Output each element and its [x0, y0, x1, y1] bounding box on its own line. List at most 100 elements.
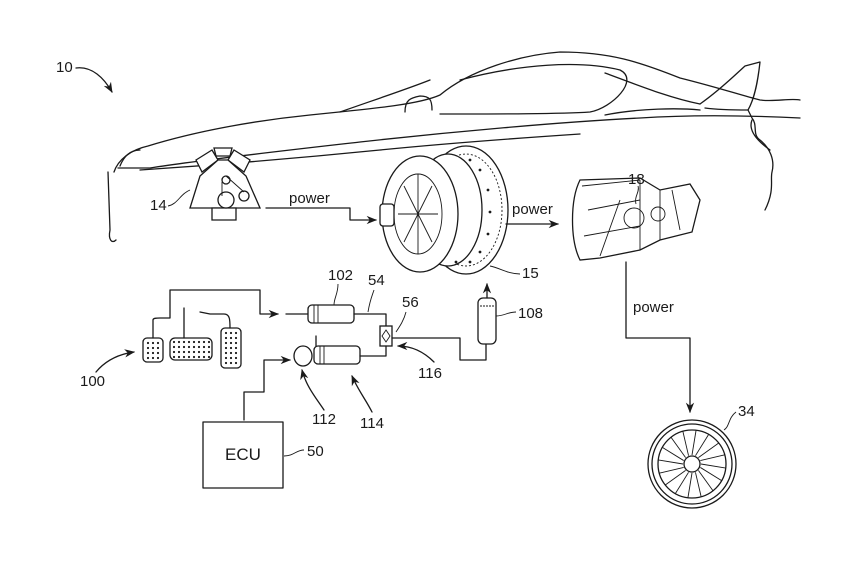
pedal-grip-dot: [182, 350, 186, 354]
pedal-grip-dot: [234, 351, 238, 355]
wheel-spoke: [700, 467, 722, 482]
pedal-grip-dot: [192, 355, 196, 359]
motor-112: [293, 345, 313, 367]
pedal-grip-dot: [192, 350, 196, 354]
label-clutch-15: 15: [522, 265, 539, 282]
pedal-grip-dot: [197, 350, 201, 354]
wheel-spoke: [658, 459, 684, 465]
label-transmission-18: 18: [628, 171, 645, 188]
pedal-grip-dot: [182, 345, 186, 349]
pedal-grip-dot: [229, 341, 233, 345]
pedal-grip-dot: [187, 350, 191, 354]
label-pedals-100: 100: [80, 373, 105, 390]
pedal-grip-dot: [177, 340, 181, 344]
transmission-illustration: [571, 177, 701, 261]
ecu-label: ECU: [225, 445, 261, 464]
hydraulic-line-54: [353, 313, 387, 327]
pedal-grip-dot: [224, 331, 228, 335]
label-slave-cylinder-108: 108: [518, 305, 543, 322]
wheel-spoke: [698, 442, 720, 459]
pedal-grip-dot: [182, 340, 186, 344]
pedal-grip-dot: [151, 346, 155, 350]
pedal-grip-dot: [156, 341, 160, 345]
pedal-grip-dot: [234, 336, 238, 340]
wheel-spoke: [695, 472, 702, 497]
pedal-grip-dot: [234, 331, 238, 335]
pedal-grip-dot: [172, 345, 176, 349]
pedal-grip-dot: [151, 341, 155, 345]
pedal-grip-dot: [229, 336, 233, 340]
engine-leader-line: [167, 189, 191, 207]
wheel-spoke: [674, 472, 689, 494]
pedal-grip-dot: [187, 340, 191, 344]
pedal-grip-dot: [146, 351, 150, 355]
pedal-grip-dot: [156, 351, 160, 355]
pedal-grip-dot: [187, 355, 191, 359]
pedal-grip-dot: [224, 361, 228, 365]
hydraulic-line-to-slave: [391, 337, 487, 361]
wheel-spoke: [687, 472, 693, 498]
clutch-leader-line: [489, 265, 521, 275]
pedal-grip-dot: [146, 341, 150, 345]
wheel-spoke: [670, 436, 687, 458]
wheel-illustration: [647, 419, 737, 509]
label-master-cylinder-102: 102: [328, 267, 353, 284]
wheel-spoke: [700, 463, 726, 469]
pedal-grip-dot: [151, 351, 155, 355]
pedal-grip-dot: [229, 351, 233, 355]
pedal-grip-dot: [234, 356, 238, 360]
flow-label-engine-to-clutch: power: [289, 190, 330, 207]
pedal-grip-dot: [192, 340, 196, 344]
pedal-grip-dot: [202, 350, 206, 354]
pedal-grip-dot: [234, 341, 238, 345]
pedal-grip-dot: [146, 356, 150, 360]
pedal-grip-dot: [234, 346, 238, 350]
pedal-grip-dot: [207, 345, 211, 349]
actuator-pointer-arrow: [351, 375, 373, 413]
pedal-grip-dot: [207, 355, 211, 359]
wheel-spoke: [664, 469, 686, 486]
pedal-grip-dot: [172, 340, 176, 344]
slave-cylinder-108: [477, 282, 497, 345]
wheel-leader-line: [723, 411, 737, 431]
slave-cylinder-leader-line: [495, 311, 517, 317]
vehicle-pointer-arrow: [75, 67, 113, 93]
pedal-grip-dot: [229, 331, 233, 335]
pedal-grip-dot: [202, 345, 206, 349]
pedal-grip-dot: [224, 351, 228, 355]
label-actuator-114: 114: [360, 415, 384, 432]
pedal-grip-dot: [197, 355, 201, 359]
pedal-grip-dot: [229, 361, 233, 365]
label-valve-56: 56: [402, 294, 419, 311]
transmission-leader-line: [635, 185, 639, 205]
pedal-grip-dot: [197, 345, 201, 349]
valve-leader-line: [395, 311, 407, 333]
wheel-spoke: [659, 467, 684, 474]
pedal-to-master-cylinder-line: [152, 289, 280, 339]
wheel-spoke: [682, 431, 689, 456]
valve-56: [379, 325, 393, 347]
pedal-grip-dot: [224, 346, 228, 350]
label-vehicle-10: 10: [56, 59, 73, 76]
engine-illustration: [189, 147, 261, 221]
wheel-spoke: [695, 434, 710, 456]
flow-label-clutch-to-transmission: power: [512, 201, 553, 218]
ecu-leader-line: [283, 449, 305, 457]
wheel-spoke: [691, 430, 697, 456]
pedal-grip-dot: [177, 350, 181, 354]
master-cylinder-leader-line: [333, 283, 339, 306]
clutch-illustration: [379, 145, 509, 275]
motor-pointer-arrow: [300, 368, 325, 411]
label-engine-14: 14: [150, 197, 167, 214]
pedal-grip-dot: [229, 346, 233, 350]
pedal-grip-dot: [202, 355, 206, 359]
pedal-grip-dot: [156, 356, 160, 360]
pedal-grip-dot: [234, 361, 238, 365]
wheel-spoke: [697, 470, 714, 492]
ecu-to-motor-line: [243, 355, 292, 421]
label-line-54: 54: [368, 272, 385, 289]
wheel-spoke: [662, 446, 684, 461]
pedal-grip-dot: [229, 356, 233, 360]
line-54-leader: [367, 289, 375, 313]
